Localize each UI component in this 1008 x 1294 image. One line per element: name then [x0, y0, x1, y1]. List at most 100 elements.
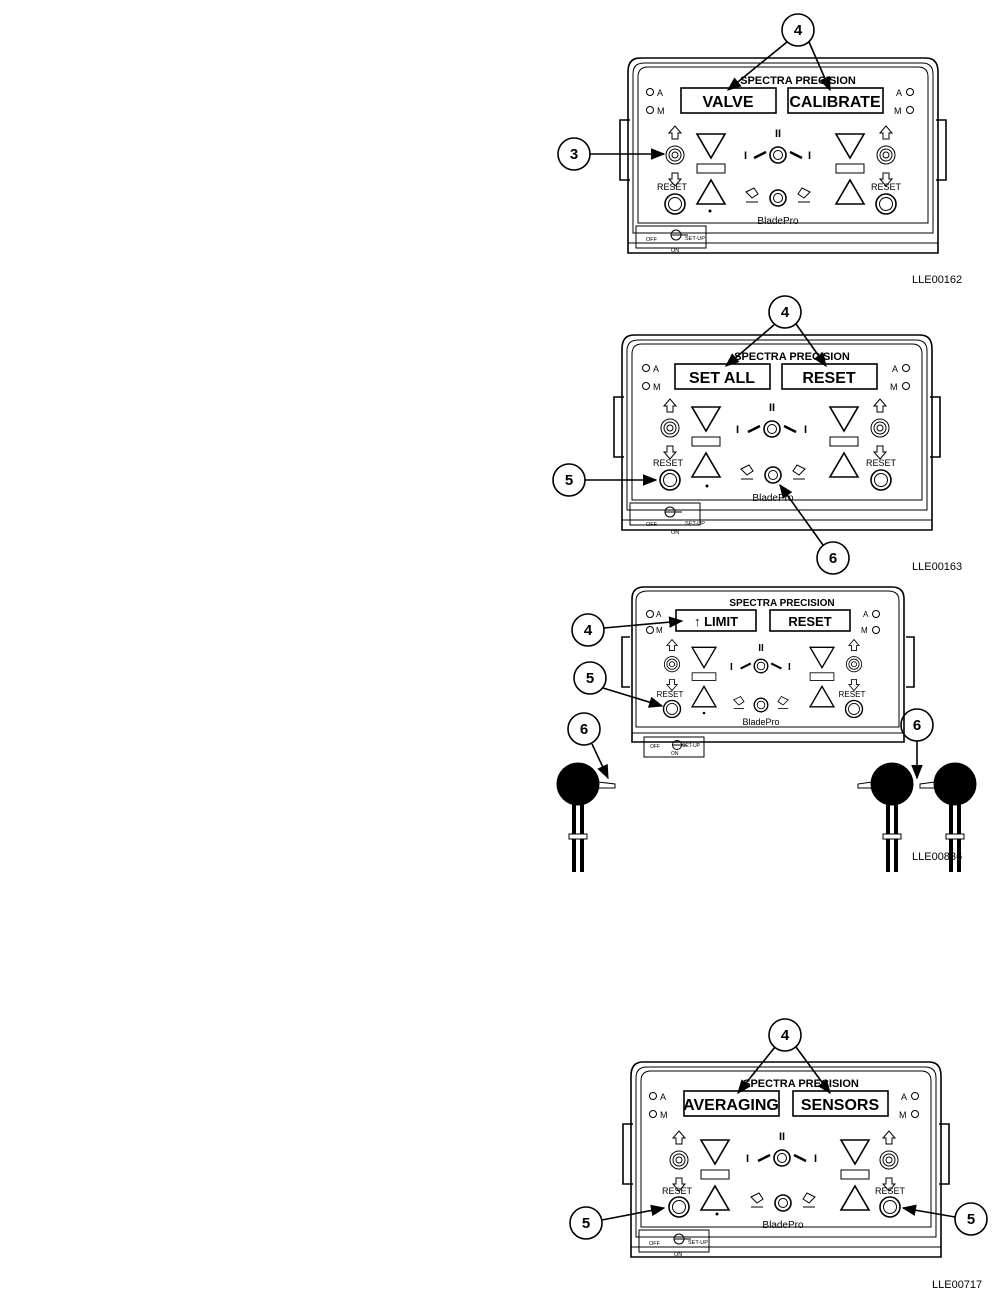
- indicator-a-right: A: [901, 1092, 907, 1102]
- indicator-m-right: M: [890, 382, 898, 392]
- reset-button-left[interactable]: [664, 193, 686, 215]
- reset-label-right: RESET: [871, 182, 902, 192]
- right-adjuster[interactable]: [879, 1130, 899, 1192]
- left-adjuster[interactable]: [669, 1130, 689, 1192]
- display-left: AVERAGING: [683, 1097, 779, 1114]
- reset-label-left: RESET: [653, 458, 684, 468]
- reset-label-left: RESET: [662, 1186, 693, 1196]
- brand-logo: SPECTRA PRECISION: [734, 351, 850, 363]
- callout-6-p3-right-label: 6: [913, 717, 921, 734]
- panel-2: SPECTRA PRECISION SET ALL RESET A M A M …: [613, 334, 941, 536]
- joystick-right-a: [857, 761, 915, 874]
- callout-4-p3-label: 4: [584, 622, 593, 639]
- switch-off-label: OFF: [646, 237, 658, 243]
- switch-on-label: ON: [671, 751, 679, 757]
- panel-4: SPECTRA PRECISION AVERAGING SENSORS A M …: [622, 1061, 950, 1258]
- indicator-m-right: M: [894, 106, 902, 116]
- mode-one-left: I: [744, 150, 747, 162]
- switch-on-label: ON: [671, 248, 679, 254]
- indicator-m-left: M: [657, 106, 665, 116]
- mode-two-label: II: [779, 1131, 785, 1143]
- right-adjuster[interactable]: [870, 398, 890, 460]
- figure-id-1: LLE00162: [912, 274, 962, 286]
- mode-two-label: II: [775, 128, 781, 140]
- reset-button-right[interactable]: [879, 1196, 901, 1218]
- callout-5-p4-right-label: 5: [967, 1211, 975, 1228]
- indicator-m-right: M: [861, 626, 868, 635]
- brand-logo: SPECTRA PRECISION: [729, 598, 834, 609]
- callout-5-p4-left: [569, 1206, 603, 1240]
- switch-on-label: ON: [671, 530, 679, 536]
- switch-setup-label: SET-UP: [685, 521, 705, 527]
- switch-on-label: ON: [674, 1252, 682, 1258]
- switch-off-label: OFF: [650, 744, 660, 750]
- panel-3: SPECTRA PRECISION ↑ LIMIT RESET A M A M …: [621, 586, 915, 758]
- left-adjuster[interactable]: [663, 639, 681, 691]
- callout-5-p2-label: 5: [565, 472, 573, 489]
- mode-one-left: I: [746, 1153, 749, 1165]
- indicator-a-left: A: [653, 364, 659, 374]
- figure-id-4: LLE00717: [932, 1279, 982, 1291]
- callout-4-p3: [571, 613, 605, 647]
- mode-one-right: I: [804, 424, 807, 436]
- left-adjuster[interactable]: [665, 125, 685, 187]
- callout-4-p4-label: 4: [781, 1027, 790, 1044]
- mode-one-right: I: [808, 150, 811, 162]
- callout-6-p2-label: 6: [829, 550, 837, 567]
- product-label: BladePro: [757, 216, 799, 227]
- indicator-m-left: M: [656, 626, 663, 635]
- figure-id-3: LLE00836: [912, 851, 962, 863]
- switch-setup-label: SET-UP: [688, 1240, 708, 1246]
- switch-off-label: OFF: [649, 1241, 661, 1247]
- reset-button-left[interactable]: [662, 699, 682, 719]
- mode-one-right: I: [788, 662, 791, 673]
- display-right: SENSORS: [801, 1097, 880, 1114]
- callout-4-p1-label: 4: [794, 22, 803, 39]
- panel-1: SPECTRA PRECISION VALVE CALIBRATE A M A …: [619, 57, 947, 254]
- reset-button-left[interactable]: [668, 1196, 690, 1218]
- switch-setup-label: SET-UP: [682, 743, 701, 749]
- reset-button-right[interactable]: [875, 193, 897, 215]
- reset-button-right[interactable]: [844, 699, 864, 719]
- brand-logo: SPECTRA PRECISION: [743, 1078, 859, 1090]
- display-left: ↑ LIMIT: [694, 614, 738, 629]
- mode-two-label: II: [769, 402, 775, 414]
- callout-4-p2: [768, 295, 802, 329]
- joystick-right-b: [919, 761, 978, 874]
- brand-logo: SPECTRA PRECISION: [740, 75, 856, 87]
- mode-one-left: I: [736, 424, 739, 436]
- figure-id-2: LLE00163: [912, 561, 962, 573]
- reset-button-left[interactable]: [659, 469, 681, 491]
- callout-4-p2-label: 4: [781, 304, 790, 321]
- reset-label-right: RESET: [875, 1186, 906, 1196]
- indicator-a-right: A: [896, 88, 902, 98]
- callout-5-p3-label: 5: [586, 670, 594, 687]
- indicator-a-left: A: [660, 1092, 666, 1102]
- callout-5-p3: [573, 661, 607, 695]
- indicator-a-left: A: [657, 88, 663, 98]
- product-label: BladePro: [742, 717, 779, 727]
- left-adjuster[interactable]: [660, 398, 680, 460]
- mode-one-left: I: [730, 662, 733, 673]
- display-left: SET ALL: [689, 370, 755, 387]
- indicator-a-left: A: [656, 610, 662, 619]
- indicator-m-right: M: [899, 1110, 907, 1120]
- switch-off-label: OFF: [646, 522, 658, 528]
- reset-label-left: RESET: [657, 182, 688, 192]
- product-label: BladePro: [762, 1220, 804, 1231]
- callout-5-p4-right: [954, 1202, 988, 1236]
- indicator-m-left: M: [660, 1110, 668, 1120]
- callout-6-p2: [816, 541, 850, 575]
- right-adjuster[interactable]: [845, 639, 863, 691]
- indicator-a-right: A: [892, 364, 898, 374]
- reset-label-right: RESET: [866, 458, 897, 468]
- display-right: RESET: [788, 614, 831, 629]
- mode-one-right: I: [814, 1153, 817, 1165]
- reset-button-right[interactable]: [870, 469, 892, 491]
- callout-6-p3-left-label: 6: [580, 721, 588, 738]
- display-right: RESET: [802, 370, 856, 387]
- display-right: CALIBRATE: [789, 94, 881, 111]
- right-adjuster[interactable]: [876, 125, 896, 187]
- reset-label-left: RESET: [657, 690, 684, 699]
- joystick-left: [555, 761, 616, 874]
